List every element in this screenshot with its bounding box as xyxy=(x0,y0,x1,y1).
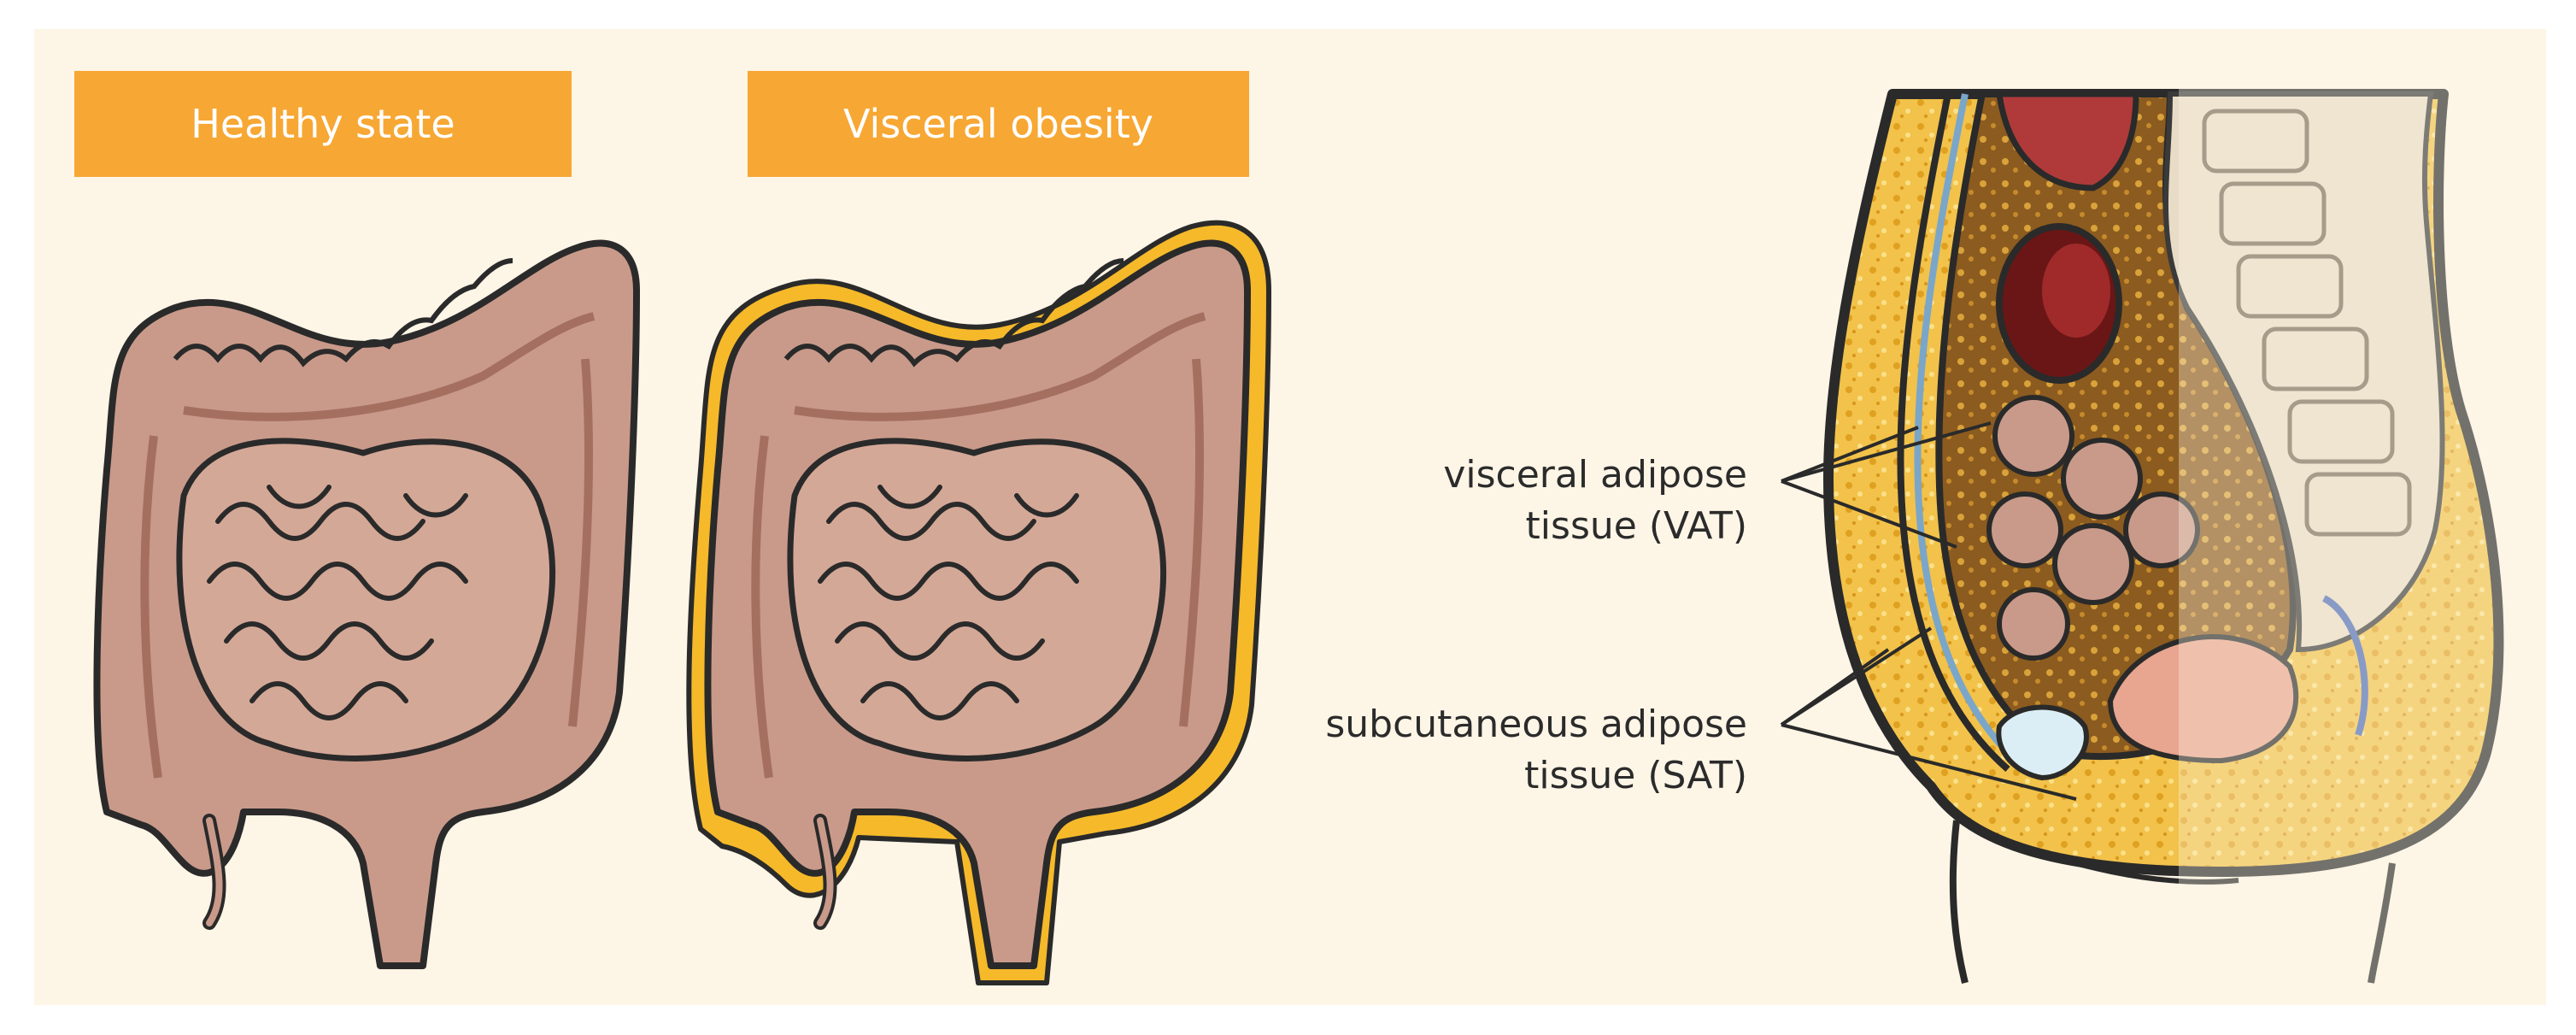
sat-label: subcutaneous adipose tissue (SAT) xyxy=(1325,699,1747,802)
healthy-state-title: Healthy state xyxy=(191,101,455,147)
sat-label-line1: subcutaneous adipose xyxy=(1325,703,1747,746)
leader-lines xyxy=(1780,421,2077,801)
body-cross-section xyxy=(1823,85,2520,1000)
vat-label-line2: tissue (VAT) xyxy=(1525,504,1747,548)
vat-label-line1: visceral adipose xyxy=(1443,453,1747,497)
obese-intestine xyxy=(686,220,1271,985)
vat-label: visceral adipose tissue (VAT) xyxy=(1443,450,1747,552)
visceral-obesity-title: Visceral obesity xyxy=(843,101,1153,147)
sat-label-line2: tissue (SAT) xyxy=(1524,754,1747,797)
